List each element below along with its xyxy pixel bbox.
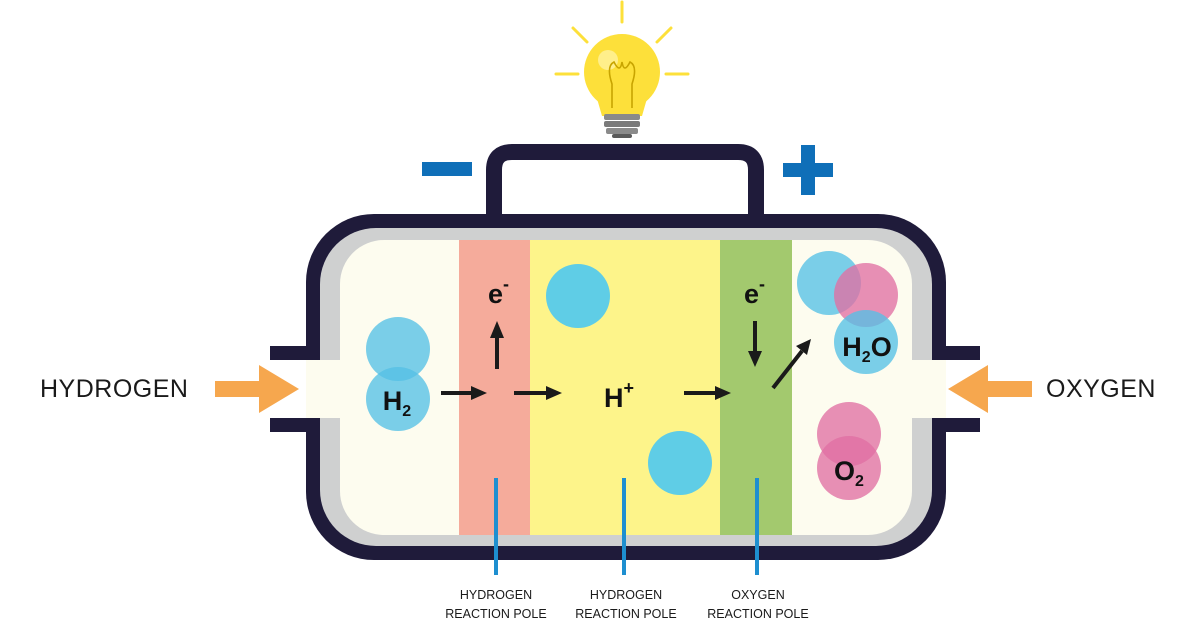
pole-label-electrolyte: HYDROGEN — [590, 588, 662, 602]
arrow-down-icon — [748, 321, 762, 367]
plus-icon — [783, 145, 833, 195]
minus-icon — [422, 162, 472, 176]
inlet-ports — [270, 346, 980, 432]
hydrogen-inflow-arrow — [215, 365, 299, 413]
electron-label-cathode: e- — [744, 274, 765, 309]
pole-label-anode-2: REACTION POLE — [445, 607, 546, 621]
oxygen-molecule — [817, 402, 881, 500]
arrow-right-icon — [514, 386, 562, 400]
pole-lines — [494, 478, 759, 575]
pole-label-electrolyte-2: REACTION POLE — [575, 607, 676, 621]
external-circuit — [486, 144, 764, 214]
water-molecule — [797, 251, 898, 374]
water-label: H2O — [842, 332, 891, 366]
pole-label-anode: HYDROGEN — [460, 588, 532, 602]
lightbulb-icon — [554, 0, 690, 138]
arrow-right-icon — [441, 386, 487, 400]
electron-label-anode: e- — [488, 274, 509, 309]
hydrogen-ion-atom — [648, 431, 712, 495]
hydrogen-ion-label: H+ — [604, 378, 634, 413]
pole-label-cathode: OXYGEN — [731, 588, 785, 602]
arrow-up-right-icon — [771, 339, 811, 390]
hydrogen-ion-atom — [546, 264, 610, 328]
arrow-up-icon — [490, 321, 504, 369]
oxygen-inflow-arrow — [948, 365, 1032, 413]
h2-label: H2 — [383, 386, 412, 420]
oxygen-input-label: OXYGEN — [1046, 375, 1156, 403]
o2-label: O2 — [834, 456, 864, 490]
hydrogen-input-label: HYDROGEN — [40, 375, 188, 403]
pole-label-cathode-2: REACTION POLE — [707, 607, 808, 621]
hydrogen-molecule — [366, 317, 430, 431]
arrow-right-icon — [684, 386, 731, 400]
